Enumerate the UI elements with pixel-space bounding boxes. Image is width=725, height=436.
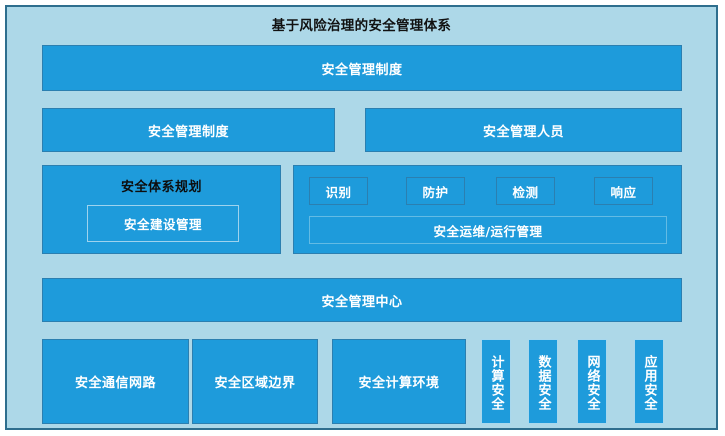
block-security-management-policy[interactable]: 安全管理制度: [42, 108, 335, 152]
block-security-construction-management[interactable]: 安全建设管理: [87, 205, 239, 242]
block-computing-security[interactable]: 计算安全: [481, 339, 511, 424]
panel-security-system-planning[interactable]: 安全体系规划 安全建设管理: [42, 165, 281, 254]
security-management-system-diagram: 基于风险治理的安全管理体系 安全管理制度 安全管理制度 安全管理人员 安全体系规…: [5, 5, 718, 430]
block-network-security[interactable]: 网络安全: [577, 339, 607, 424]
chip-detect[interactable]: 检测: [496, 177, 555, 205]
chip-protect[interactable]: 防护: [406, 177, 465, 205]
block-security-management-center[interactable]: 安全管理中心: [42, 278, 682, 322]
block-security-management-personnel[interactable]: 安全管理人员: [365, 108, 682, 152]
panel-planning-heading: 安全体系规划: [120, 180, 202, 195]
block-security-operations-management[interactable]: 安全运维/运行管理: [309, 216, 667, 244]
diagram-title: 基于风险治理的安全管理体系: [271, 18, 452, 34]
block-application-security[interactable]: 应用安全: [634, 339, 664, 424]
chip-identify[interactable]: 识别: [309, 177, 368, 205]
panel-security-operations[interactable]: 识别 防护 检测 响应 安全运维/运行管理: [293, 165, 682, 254]
block-secure-area-boundary[interactable]: 安全区域边界: [192, 339, 318, 424]
block-security-management-system-top[interactable]: 安全管理制度: [42, 45, 682, 91]
chip-respond[interactable]: 响应: [594, 177, 653, 205]
block-data-security[interactable]: 数据安全: [528, 339, 558, 424]
block-secure-communication-network[interactable]: 安全通信网路: [42, 339, 189, 424]
block-secure-computing-environment[interactable]: 安全计算环境: [332, 339, 466, 424]
